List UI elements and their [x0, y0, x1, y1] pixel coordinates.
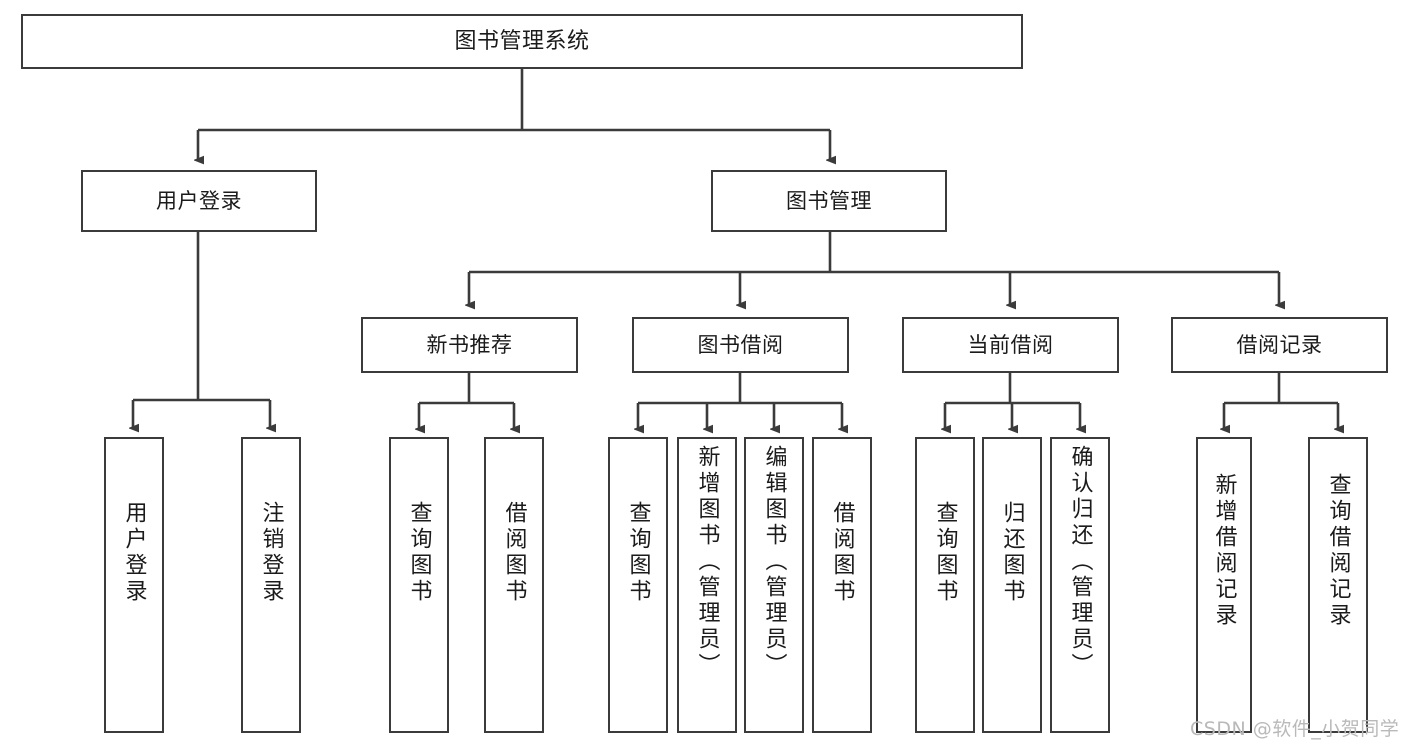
leaf-book-borrow-borrow-book[interactable]: 借阅图书 [812, 437, 872, 733]
node-label: 编辑图书（管理员） [761, 445, 787, 679]
leaf-book-borrow-query-book[interactable]: 查询图书 [608, 437, 668, 733]
node-label: 查询图书 [932, 501, 958, 605]
node-new-book-recommend[interactable]: 新书推荐 [361, 317, 578, 373]
leaf-current-borrow-confirm-return-admin[interactable]: 确认归还（管理员） [1050, 437, 1110, 733]
node-label: 查询图书 [625, 501, 651, 605]
node-label: 注销登录 [258, 501, 284, 605]
node-label: 新增借阅记录 [1211, 473, 1237, 629]
leaf-book-borrow-add-book-admin[interactable]: 新增图书（管理员） [677, 437, 737, 733]
leaf-borrow-record-query-record[interactable]: 查询借阅记录 [1308, 437, 1368, 733]
node-borrow-record[interactable]: 借阅记录 [1171, 317, 1388, 373]
leaf-book-borrow-edit-book-admin[interactable]: 编辑图书（管理员） [744, 437, 804, 733]
node-label: 用户登录 [121, 501, 147, 605]
node-label: 归还图书 [999, 501, 1025, 605]
node-label: 图书管理 [786, 188, 872, 213]
node-user-login[interactable]: 用户登录 [81, 170, 317, 232]
leaf-user-login-logout[interactable]: 注销登录 [241, 437, 301, 733]
node-book-management[interactable]: 图书管理 [711, 170, 947, 232]
node-label: 确认归还（管理员） [1067, 445, 1093, 679]
leaf-current-borrow-return-book[interactable]: 归还图书 [982, 437, 1042, 733]
node-book-management-system[interactable]: 图书管理系统 [21, 14, 1023, 69]
leaf-new-book-borrow-book[interactable]: 借阅图书 [484, 437, 544, 733]
node-book-borrow[interactable]: 图书借阅 [632, 317, 849, 373]
node-label: 当前借阅 [967, 332, 1054, 357]
node-label: 新增图书（管理员） [694, 445, 720, 679]
leaf-current-borrow-query-book[interactable]: 查询图书 [915, 437, 975, 733]
leaf-borrow-record-add-record[interactable]: 新增借阅记录 [1196, 437, 1252, 733]
node-label: 用户登录 [156, 188, 242, 213]
node-label: 新书推荐 [426, 332, 513, 357]
csdn-watermark: CSDN @软件_小贺同学 [1190, 718, 1400, 740]
node-label: 借阅图书 [501, 501, 527, 605]
node-current-borrow[interactable]: 当前借阅 [902, 317, 1119, 373]
leaf-user-login-login[interactable]: 用户登录 [104, 437, 164, 733]
node-label: 查询借阅记录 [1325, 473, 1351, 629]
node-label: 图书借阅 [697, 332, 784, 357]
node-label: 借阅图书 [829, 501, 855, 605]
node-label: 借阅记录 [1236, 332, 1323, 357]
leaf-new-book-query-book[interactable]: 查询图书 [389, 437, 449, 733]
node-label: 查询图书 [406, 501, 432, 605]
node-label: 图书管理系统 [454, 28, 590, 54]
